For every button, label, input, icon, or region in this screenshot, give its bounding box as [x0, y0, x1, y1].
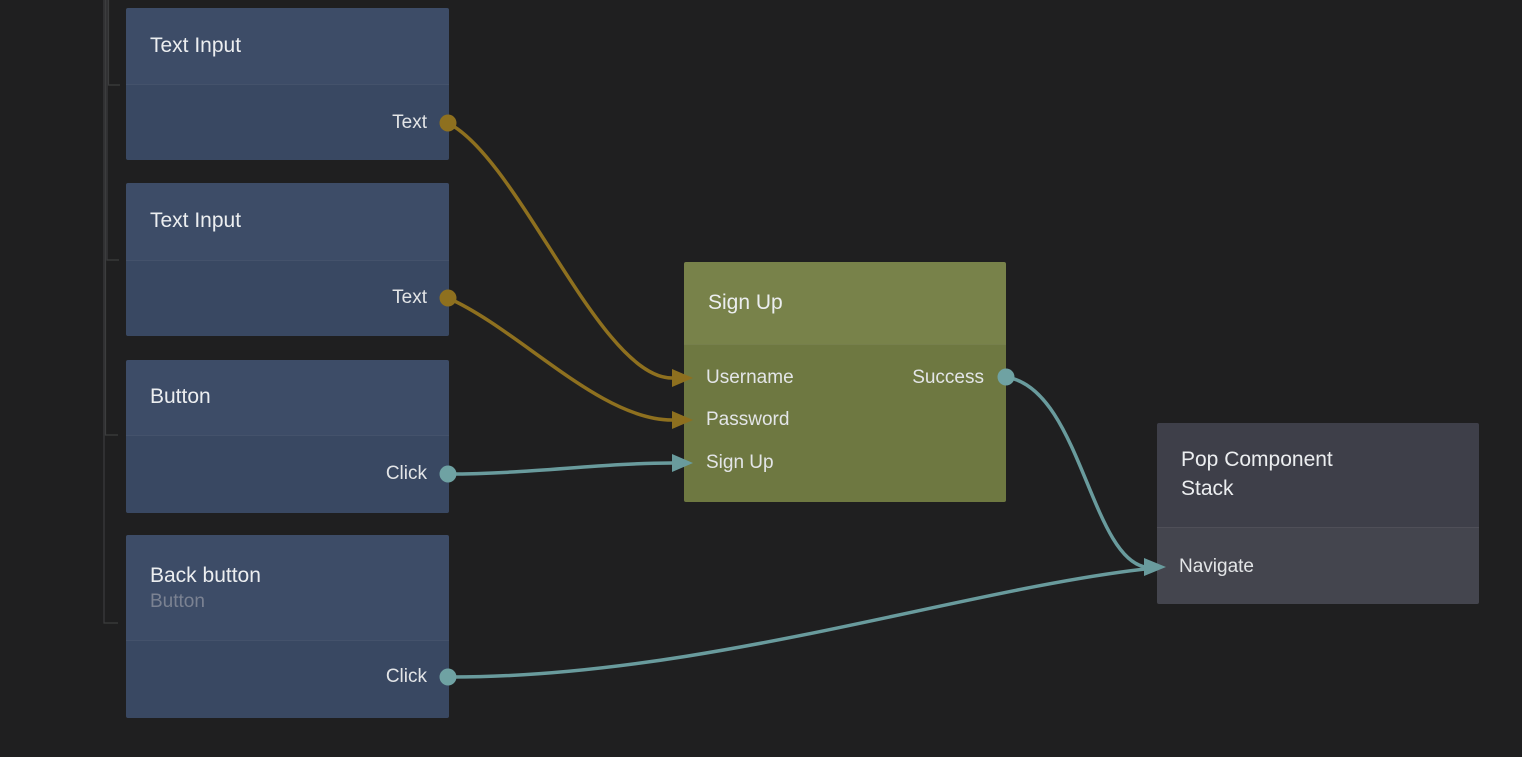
port-label: Navigate [1179, 556, 1254, 577]
port-label: Success [912, 367, 984, 388]
port-label: Password [706, 409, 790, 430]
node-sign-up[interactable]: Sign Up Username Password Sign Up Succes… [684, 262, 1006, 502]
arrow-password-icon [672, 411, 693, 429]
node-body [126, 435, 449, 513]
node-body [1157, 527, 1479, 604]
port-label: Click [385, 666, 427, 687]
guide-line [106, 0, 119, 261]
node-title: Button [150, 385, 211, 409]
arrow-signup-icon [672, 454, 693, 472]
node-pop-component-stack[interactable]: Pop Component Stack Navigate [1157, 423, 1479, 604]
node-title: Text Input [150, 209, 242, 233]
output-port-click[interactable]: Click [386, 663, 427, 691]
port-label: Text [392, 112, 427, 133]
output-port-text[interactable]: Text [392, 284, 427, 312]
wire-success-to-navigate[interactable] [1005, 375, 1146, 569]
guide-line [103, 0, 118, 624]
input-port-signup[interactable]: Sign Up [706, 449, 774, 477]
node-text-input-1[interactable]: Text Input Text [126, 8, 449, 160]
port-label: Username [706, 367, 794, 388]
port-label: Click [385, 463, 427, 484]
output-port-click[interactable]: Click [386, 460, 427, 488]
node-header[interactable]: Text Input [126, 8, 449, 84]
node-button[interactable]: Button Click [126, 360, 449, 513]
guide-line [104, 0, 118, 436]
node-title: Text Input [150, 33, 242, 57]
port-dot-success[interactable] [997, 368, 1015, 386]
node-title: Sign Up [708, 290, 783, 314]
node-subtitle: Button [150, 591, 205, 613]
arrow-navigate-icon [1144, 558, 1166, 576]
port-label: Text [392, 287, 427, 308]
port-dot-back-click[interactable] [439, 668, 457, 686]
wire-text1-to-username[interactable] [447, 121, 673, 380]
wire-click-to-signup[interactable] [447, 461, 673, 476]
wire-arrowheads [672, 369, 1166, 576]
node-body [126, 84, 449, 160]
offscreen-guide-lines [103, 0, 120, 624]
node-header[interactable]: Text Input [126, 183, 449, 260]
guide-line [107, 0, 120, 86]
node-title: Pop Component Stack [1181, 448, 1333, 500]
port-dot-button-click[interactable] [439, 465, 457, 483]
node-text-input-2[interactable]: Text Input Text [126, 183, 449, 336]
wire-backclick-to-navigate[interactable] [447, 567, 1146, 679]
node-title: Back button [150, 563, 261, 587]
port-dot-text2[interactable] [439, 289, 457, 307]
port-dot-text1[interactable] [439, 114, 457, 132]
port-label: Sign Up [706, 452, 774, 473]
input-port-navigate[interactable]: Navigate [1179, 553, 1254, 581]
node-body [126, 640, 449, 718]
arrow-username-icon [672, 369, 693, 387]
node-back-button[interactable]: Back button Button Click [126, 535, 449, 718]
node-body [126, 260, 449, 336]
input-port-password[interactable]: Password [706, 406, 789, 434]
node-header[interactable]: Pop Component Stack [1157, 423, 1479, 527]
wire-text2-to-password[interactable] [447, 296, 673, 422]
node-header[interactable]: Back button Button [126, 535, 449, 640]
output-port-success[interactable]: Success [912, 364, 984, 392]
output-port-text[interactable]: Text [392, 109, 427, 137]
node-header[interactable]: Button [126, 360, 449, 435]
node-header[interactable]: Sign Up [684, 262, 1006, 344]
input-port-username[interactable]: Username [706, 364, 794, 392]
node-body [684, 344, 1006, 502]
